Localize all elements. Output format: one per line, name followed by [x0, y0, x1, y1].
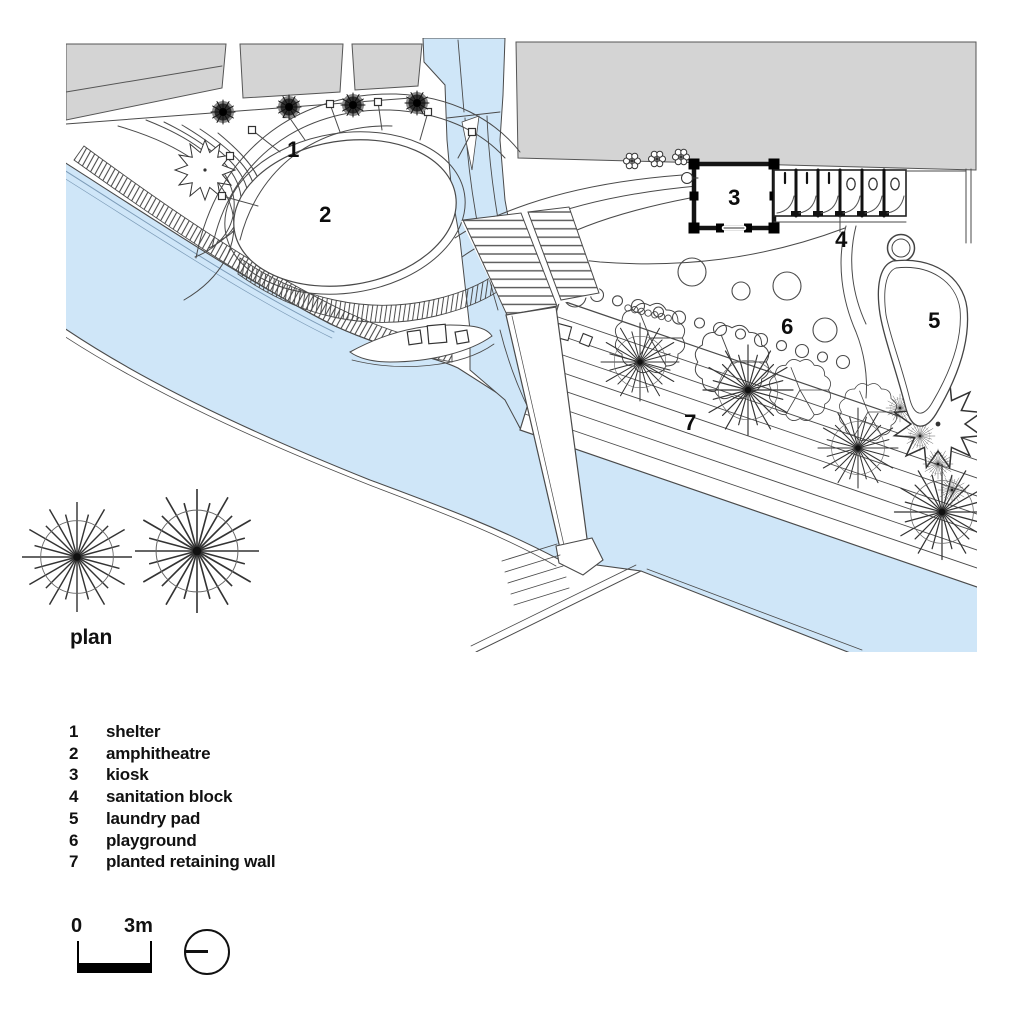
crossing-steps [461, 206, 601, 316]
standalone-tree-icon [21, 501, 133, 613]
sanitation-stalls [773, 168, 972, 244]
legend-item-sanitation-block: 4 sanitation block [69, 786, 275, 808]
legend-number: 5 [69, 808, 79, 828]
scale-zero-label: 0 [71, 915, 83, 937]
laundry-pad-shape [877, 233, 969, 427]
spiky-tree-icon [174, 139, 236, 201]
legend-label: amphitheatre [106, 743, 211, 763]
building-block-left-1 [66, 43, 227, 121]
scale-end-label: 3m [124, 915, 153, 937]
marker-amphitheatre: 2 [319, 202, 331, 227]
legend-item-shelter: 1 shelter [69, 721, 275, 743]
amphitheatre-oval [233, 139, 457, 287]
marker-laundry-pad: 5 [928, 308, 940, 333]
kiosk-building [688, 158, 780, 234]
terrace-planters [349, 323, 495, 367]
kiosk-detail-circle [681, 172, 693, 184]
shelter-canopy [195, 93, 521, 259]
scale-bar [77, 941, 152, 973]
marker-playground: 6 [781, 314, 793, 339]
standalone-tree-icon [134, 488, 260, 614]
north-needle [185, 950, 208, 953]
legend-label: planted retaining wall [106, 852, 276, 872]
scale-bar-fill [79, 963, 150, 973]
marker-kiosk: 3 [728, 185, 740, 210]
legend-item-laundry-pad: 5 laundry pad [69, 808, 275, 830]
legend-label: playground [106, 830, 197, 850]
building-block-left-3 [351, 43, 423, 91]
buildings [66, 41, 977, 171]
jetty [470, 306, 863, 652]
north-indicator-icon [184, 929, 230, 975]
toilet-icons [846, 177, 900, 191]
legend-number: 1 [69, 722, 79, 741]
plan-markers: 1 2 3 4 5 6 7 [287, 137, 941, 435]
legend-number: 3 [69, 765, 79, 785]
shower-icons [783, 171, 831, 185]
legend-item-amphitheatre: 2 amphitheatre [69, 743, 275, 765]
legend-number: 6 [69, 830, 79, 850]
marker-sanitation-block: 4 [835, 227, 848, 252]
legend-label: laundry pad [106, 808, 201, 828]
legend-item-playground: 6 playground [69, 830, 275, 852]
legend-label: shelter [106, 722, 161, 741]
legend-number: 7 [69, 852, 79, 872]
legend-number: 4 [69, 787, 79, 807]
marker-shelter: 1 [287, 137, 299, 162]
legend-item-retaining-wall: 7 planted retaining wall [69, 851, 276, 873]
legend-label: sanitation block [106, 787, 233, 807]
building-block-left-2 [239, 43, 344, 99]
marker-retaining-wall: 7 [684, 410, 696, 435]
legend-label: kiosk [106, 765, 149, 785]
amphitheatre-outer-edge [224, 131, 466, 295]
legend-number: 2 [69, 743, 79, 763]
door-swing-arcs [776, 195, 905, 214]
legend: 1 shelter 2 amphitheatre 3 kiosk 4 sanit… [69, 721, 276, 873]
legend-item-kiosk: 3 kiosk [69, 764, 275, 786]
page-title: plan [70, 626, 112, 649]
building-block-right [515, 41, 977, 171]
